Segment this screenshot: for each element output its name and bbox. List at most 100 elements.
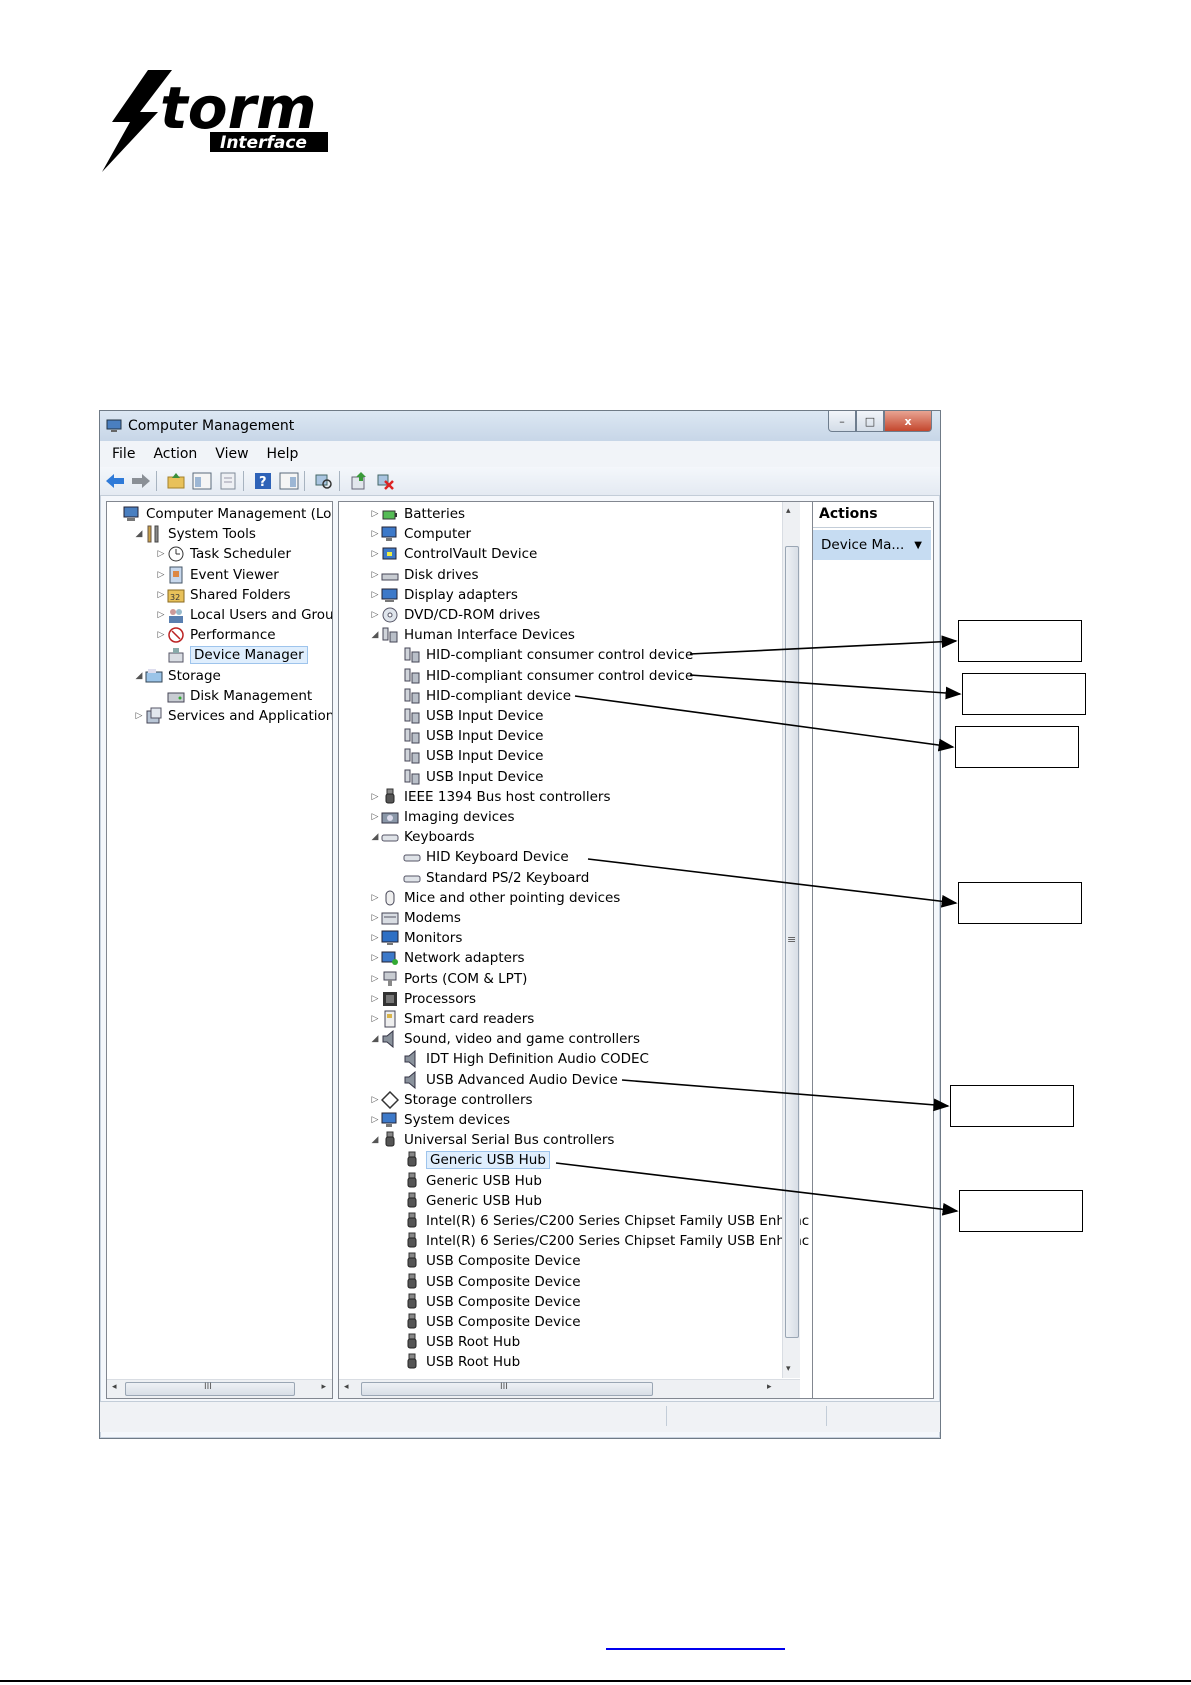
- device-horizontal-scrollbar[interactable]: ◂ III ▸: [339, 1379, 800, 1398]
- console-tree-item[interactable]: ▷Local Users and Groups: [155, 605, 332, 625]
- scroll-right-icon[interactable]: ▸: [321, 1382, 326, 1392]
- footer-link-underline[interactable]: [606, 1648, 785, 1650]
- scroll-up-icon[interactable]: ▴: [786, 506, 791, 516]
- tree-expander-icon[interactable]: ▷: [371, 589, 379, 600]
- device-tree-item[interactable]: ▷Imaging devices: [369, 807, 515, 827]
- device-tree-item[interactable]: ▷Display adapters: [369, 585, 518, 605]
- forward-arrow-icon[interactable]: [130, 471, 152, 491]
- vertical-scroll-thumb[interactable]: ≡: [785, 546, 799, 1338]
- device-tree-item[interactable]: HID-compliant consumer control device: [391, 645, 693, 665]
- device-tree-item[interactable]: HID-compliant device: [391, 686, 571, 706]
- device-tree-item[interactable]: ▷Monitors: [369, 928, 463, 948]
- show-hide-tree-icon[interactable]: [191, 471, 213, 491]
- scroll-left-icon[interactable]: ◂: [344, 1382, 349, 1392]
- tree-expander-icon[interactable]: ◢: [371, 630, 379, 641]
- device-tree-item[interactable]: Intel(R) 6 Series/C200 Series Chipset Fa…: [391, 1211, 809, 1231]
- scroll-down-icon[interactable]: ▾: [786, 1364, 791, 1374]
- console-tree-item[interactable]: ◢System Tools: [133, 524, 256, 544]
- device-tree-item[interactable]: ▷Smart card readers: [369, 1009, 534, 1029]
- tree-expander-icon[interactable]: ◢: [135, 670, 143, 681]
- uninstall-icon[interactable]: [374, 471, 396, 491]
- menu-file[interactable]: File: [112, 446, 136, 462]
- console-tree-item[interactable]: Device Manager: [155, 645, 308, 665]
- device-tree-item[interactable]: Generic USB Hub: [391, 1171, 542, 1191]
- tree-expander-icon[interactable]: ◢: [371, 1135, 379, 1146]
- tree-expander-icon[interactable]: ▷: [135, 711, 143, 721]
- console-tree-item[interactable]: Disk Management: [155, 686, 312, 706]
- tree-expander-icon[interactable]: ▷: [371, 913, 379, 923]
- device-tree-item[interactable]: Generic USB Hub: [391, 1150, 550, 1170]
- device-tree-item[interactable]: ▷IEEE 1394 Bus host controllers: [369, 787, 611, 807]
- tree-expander-icon[interactable]: ▷: [371, 1115, 379, 1125]
- help-icon[interactable]: ?: [252, 471, 274, 491]
- tree-expander-icon[interactable]: ◢: [135, 529, 143, 540]
- tree-expander-icon[interactable]: ▷: [371, 529, 379, 540]
- device-tree-item[interactable]: ◢Human Interface Devices: [369, 625, 575, 645]
- tree-expander-icon[interactable]: ▷: [157, 589, 165, 600]
- tree-expander-icon[interactable]: ▷: [371, 993, 379, 1004]
- device-tree-item[interactable]: ▷System devices: [369, 1110, 510, 1130]
- device-tree-item[interactable]: ◢Universal Serial Bus controllers: [369, 1130, 614, 1150]
- device-vertical-scrollbar[interactable]: ▴ ≡ ▾: [782, 502, 800, 1378]
- console-tree-item[interactable]: ▷Services and Applications: [133, 706, 332, 726]
- device-tree-item[interactable]: HID Keyboard Device: [391, 847, 569, 867]
- device-tree-item[interactable]: USB Input Device: [391, 767, 543, 787]
- close-button[interactable]: x: [884, 411, 932, 432]
- device-tree-item[interactable]: ▷Disk drives: [369, 565, 479, 585]
- device-tree-item[interactable]: Generic USB Hub: [391, 1191, 542, 1211]
- tree-expander-icon[interactable]: ▷: [371, 812, 379, 822]
- scroll-thumb[interactable]: III: [125, 1382, 295, 1396]
- minimize-button[interactable]: –: [828, 411, 856, 432]
- tree-expander-icon[interactable]: ▷: [371, 1014, 379, 1024]
- device-tree-item[interactable]: USB Advanced Audio Device: [391, 1070, 618, 1090]
- tree-expander-icon[interactable]: ◢: [371, 1034, 379, 1045]
- device-tree-item[interactable]: USB Input Device: [391, 706, 543, 726]
- console-tree-item[interactable]: ▷Event Viewer: [155, 565, 279, 585]
- tree-expander-icon[interactable]: ▷: [371, 953, 379, 964]
- device-tree-item[interactable]: ▷Mice and other pointing devices: [369, 888, 621, 908]
- device-tree-item[interactable]: USB Root Hub: [391, 1352, 520, 1372]
- update-driver-icon[interactable]: [348, 471, 370, 491]
- console-tree-item[interactable]: Computer Management (Local: [111, 504, 332, 524]
- actions-device-manager[interactable]: Device Ma... ▼: [813, 530, 931, 560]
- tree-expander-icon[interactable]: ▷: [371, 1094, 379, 1105]
- show-hide-action-pane-icon[interactable]: [278, 471, 300, 491]
- tree-expander-icon[interactable]: ▷: [371, 933, 379, 944]
- tree-expander-icon[interactable]: ▷: [371, 892, 379, 903]
- tree-expander-icon[interactable]: ◢: [371, 832, 379, 843]
- device-tree-item[interactable]: USB Composite Device: [391, 1272, 581, 1292]
- left-horizontal-scrollbar[interactable]: ◂ III ▸: [107, 1379, 332, 1398]
- tree-expander-icon[interactable]: ▷: [371, 509, 379, 519]
- back-arrow-icon[interactable]: [104, 471, 126, 491]
- device-tree-item[interactable]: Intel(R) 6 Series/C200 Series Chipset Fa…: [391, 1231, 809, 1251]
- device-tree-item[interactable]: ◢Sound, video and game controllers: [369, 1029, 640, 1049]
- tree-expander-icon[interactable]: ▷: [371, 569, 379, 580]
- title-bar[interactable]: Computer Management – □ x: [100, 411, 940, 441]
- device-tree-item[interactable]: Standard PS/2 Keyboard: [391, 868, 589, 888]
- device-tree-item[interactable]: ▷Processors: [369, 989, 477, 1009]
- device-tree-item[interactable]: USB Composite Device: [391, 1312, 581, 1332]
- up-folder-icon[interactable]: [165, 471, 187, 491]
- device-tree-item[interactable]: USB Root Hub: [391, 1332, 520, 1352]
- maximize-button[interactable]: □: [856, 411, 884, 432]
- menu-action[interactable]: Action: [153, 446, 198, 462]
- console-tree-item[interactable]: ▷Performance: [155, 625, 276, 645]
- device-tree-item[interactable]: USB Input Device: [391, 746, 543, 766]
- device-tree-item[interactable]: ▷DVD/CD-ROM drives: [369, 605, 541, 625]
- device-tree-item[interactable]: ▷Modems: [369, 908, 461, 928]
- tree-expander-icon[interactable]: ▷: [371, 549, 379, 560]
- menu-help[interactable]: Help: [266, 446, 299, 462]
- device-tree-item[interactable]: ▷Computer: [369, 524, 472, 544]
- tree-expander-icon[interactable]: ▷: [157, 630, 165, 641]
- device-tree-item[interactable]: ▷Network adapters: [369, 948, 525, 968]
- scroll-right-icon[interactable]: ▸: [767, 1382, 772, 1392]
- scroll-thumb[interactable]: III: [361, 1382, 653, 1396]
- tree-expander-icon[interactable]: ▷: [371, 973, 379, 984]
- scan-hardware-icon[interactable]: [313, 471, 335, 491]
- console-tree-item[interactable]: ◢Storage: [133, 666, 221, 686]
- dropdown-arrow-icon[interactable]: ▼: [914, 539, 922, 551]
- device-tree-item[interactable]: ▷Batteries: [369, 504, 466, 524]
- device-tree-item[interactable]: IDT High Definition Audio CODEC: [391, 1049, 649, 1069]
- device-tree-item[interactable]: ▷Ports (COM & LPT): [369, 969, 528, 989]
